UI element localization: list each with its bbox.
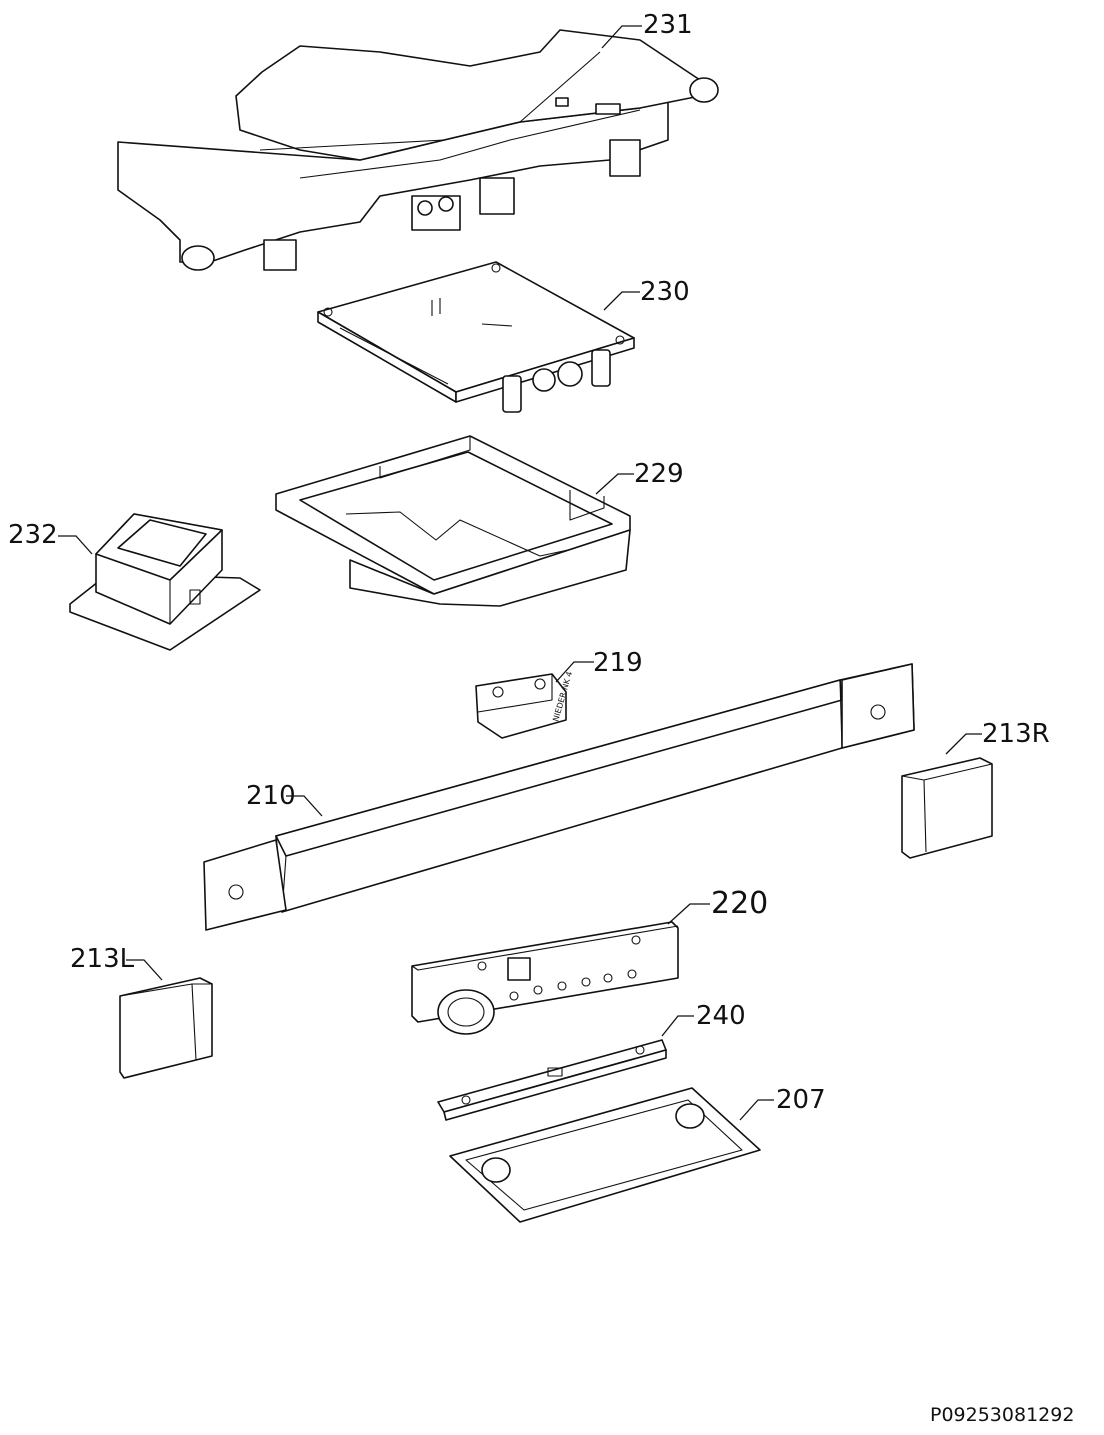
callout-210: 210 [246,781,296,811]
callout-220: 220 [711,886,769,921]
leader-210 [286,795,323,817]
part-232-box [69,513,261,651]
part-220-display-board [411,921,679,1035]
leader-219 [555,661,594,683]
part-240-button-strip [437,1039,667,1121]
callout-213L: 213L [70,944,135,974]
part-213L-end-cap [119,977,213,1079]
part-231-housing-frame [117,29,719,271]
callout-213R: 213R [982,719,1050,749]
part-207-base-cover [449,1087,761,1223]
leader-231 [601,25,642,49]
callout-229: 229 [634,459,684,489]
callout-232: 232 [8,520,58,550]
leader-213L [126,959,163,981]
leader-213R [945,733,982,755]
leader-230 [603,291,640,311]
part-213R-end-cap [901,757,993,859]
leader-232 [58,535,93,555]
callout-240: 240 [696,1001,746,1031]
leader-207 [739,1099,774,1121]
callout-230: 230 [640,277,690,307]
callout-207: 207 [776,1085,826,1115]
part-229-tray [275,435,631,607]
leader-229 [595,473,634,495]
leader-240 [661,1015,694,1037]
document-number: P09253081292 [930,1404,1075,1426]
callout-219: 219 [593,648,643,678]
part-230-pcb [317,261,635,413]
callout-231: 231 [643,10,693,40]
leader-220 [667,903,710,925]
part-219-bracket [475,673,567,739]
part-210-profile-bar [203,663,915,931]
